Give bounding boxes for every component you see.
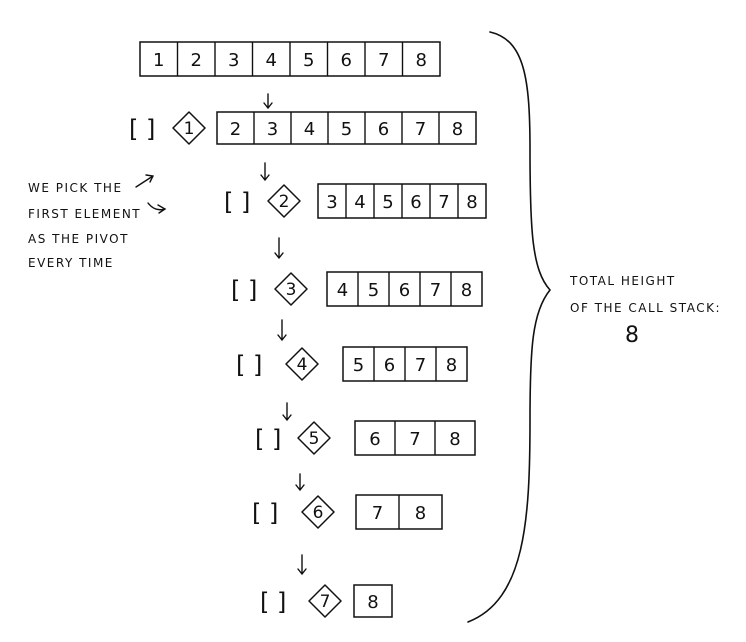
stack-note-line-1: TOTAL HEIGHT: [570, 274, 676, 288]
pivot-value: 3: [286, 280, 297, 300]
array-cell-value: 2: [191, 50, 202, 71]
empty-left-subarray: [ ]: [236, 351, 262, 379]
empty-left-subarray: [ ]: [260, 588, 286, 616]
pivot-diamond: [308, 584, 342, 618]
array-cell-value: 8: [449, 429, 460, 450]
array-cell-value: 8: [416, 50, 427, 71]
array-cell-value: 2: [230, 119, 241, 140]
down-arrow-icon: [274, 237, 284, 260]
array-cell-value: 3: [267, 119, 278, 140]
array-cell-value: 7: [415, 119, 426, 140]
array-cell-value: 4: [354, 192, 365, 213]
pivot-diamond: [285, 347, 319, 381]
pivot-note-line-4: EVERY TIME: [28, 256, 114, 270]
array-cell-value: 8: [446, 355, 457, 376]
array-cell-value: 7: [438, 192, 449, 213]
array-outline: [216, 111, 477, 145]
call-row-7: [ ] 6 7 8: [252, 494, 443, 530]
array-cell-value: 8: [452, 119, 463, 140]
stack-height-value: 8: [625, 323, 641, 348]
pivot-diamond: [301, 495, 335, 529]
pivot-note-line-1: WE PICK THE: [28, 181, 123, 195]
array-cell-value: 7: [415, 355, 426, 376]
array-cell-value: 5: [353, 355, 364, 376]
array-cell-value: 5: [303, 50, 314, 71]
array-cell-value: 6: [384, 355, 395, 376]
pivot-diamond: [297, 421, 331, 455]
call-stack-brace: [467, 31, 552, 623]
array-cell-value: 1: [153, 50, 164, 71]
call-row-1: 1 2 3 4 5 6 7 8: [139, 41, 441, 77]
pivot-value: 5: [309, 429, 320, 449]
array-cell-value: 8: [367, 592, 378, 613]
array-outline: [326, 271, 483, 307]
array-cell-value: 8: [466, 192, 477, 213]
pivot-diamond: [172, 111, 206, 145]
array-cell-value: 8: [415, 503, 426, 524]
down-arrow-icon: [295, 473, 305, 492]
array-cell-value: 4: [266, 50, 277, 71]
down-arrow-icon: [282, 402, 292, 422]
array-cell-value: 6: [378, 119, 389, 140]
pivot-diamond: [274, 272, 308, 306]
array-cell-value: 3: [326, 192, 337, 213]
down-arrow-icon: [260, 162, 270, 182]
pivot-diamond: [267, 184, 301, 218]
array-cell-value: 7: [430, 280, 441, 301]
array-cell-value: 6: [410, 192, 421, 213]
note-arrow-upper: [135, 174, 155, 188]
pivot-value: 6: [313, 503, 324, 523]
stack-note-line-2: OF THE CALL STACK:: [570, 301, 721, 315]
array-cell-value: 7: [378, 50, 389, 71]
pivot-value: 4: [297, 355, 308, 375]
pivot-value: 7: [320, 592, 331, 612]
array-cell-value: 4: [337, 280, 348, 301]
note-arrow-lower: [147, 202, 167, 214]
pivot-note-line-2: FIRST ELEMENT: [28, 207, 142, 221]
empty-left-subarray: [ ]: [224, 188, 250, 216]
empty-left-subarray: [ ]: [252, 499, 278, 527]
array-cell-value: 5: [341, 119, 352, 140]
pivot-value: 2: [279, 192, 290, 212]
array-cell-value: 6: [369, 429, 380, 450]
pivot-note-line-3: AS THE PIVOT: [28, 232, 129, 246]
array-outline: [353, 584, 393, 618]
array-cell-value: 6: [399, 280, 410, 301]
array-cell-value: 4: [304, 119, 315, 140]
pivot-value: 1: [184, 119, 195, 139]
empty-left-subarray: [ ]: [129, 115, 155, 143]
down-arrow-icon: [297, 554, 307, 576]
array-cell-value: 3: [228, 50, 239, 71]
down-arrow-icon: [277, 319, 287, 342]
call-row-2: [ ] 1 2 3 4 5 6 7 8: [129, 111, 477, 145]
array-cell-value: 6: [341, 50, 352, 71]
array-cell-value: 5: [368, 280, 379, 301]
array-cell-value: 5: [382, 192, 393, 213]
array-cell-value: 7: [372, 503, 383, 524]
call-row-8: [ ] 7 8: [260, 584, 393, 618]
array-cell-value: 8: [461, 280, 472, 301]
empty-left-subarray: [ ]: [231, 276, 257, 304]
down-arrow-icon: [263, 93, 273, 110]
array-cell-value: 7: [409, 429, 420, 450]
empty-left-subarray: [ ]: [255, 425, 281, 453]
arrows-layer: [260, 93, 307, 576]
array-outline: [354, 420, 476, 456]
call-row-6: [ ] 5 6 7 8: [255, 420, 476, 456]
